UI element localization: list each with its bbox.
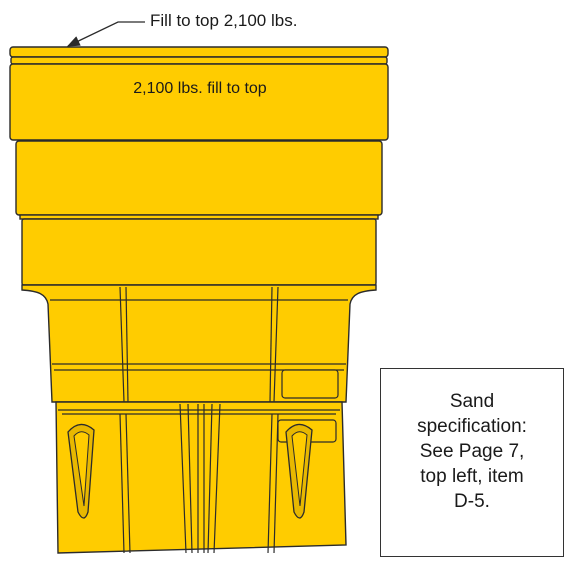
left-hand-grip-inner [73, 431, 90, 507]
sand-specification-box: Sand specification: See Page 7, top left… [380, 368, 564, 557]
barrel-upper-label-plate [281, 369, 339, 399]
barrel-fill-label: 2,100 lbs. fill to top [133, 80, 267, 97]
spec-line: D-5. [454, 491, 490, 512]
barrel-middle-section [15, 140, 383, 216]
spec-line: See Page 7, [419, 441, 525, 462]
barrel-lid-rim [10, 56, 388, 65]
barrel-lid [9, 46, 389, 58]
right-hand-grip-inner [291, 431, 308, 507]
spec-line: top left, item [420, 466, 524, 487]
barrel-top-section [9, 63, 389, 141]
barrel-lower-section [21, 218, 377, 286]
fill-callout: Fill to top 2,100 lbs. [150, 11, 298, 30]
spec-line: specification: [417, 416, 527, 437]
spec-line: Sand [449, 391, 495, 412]
callout-leader-line [66, 21, 145, 47]
